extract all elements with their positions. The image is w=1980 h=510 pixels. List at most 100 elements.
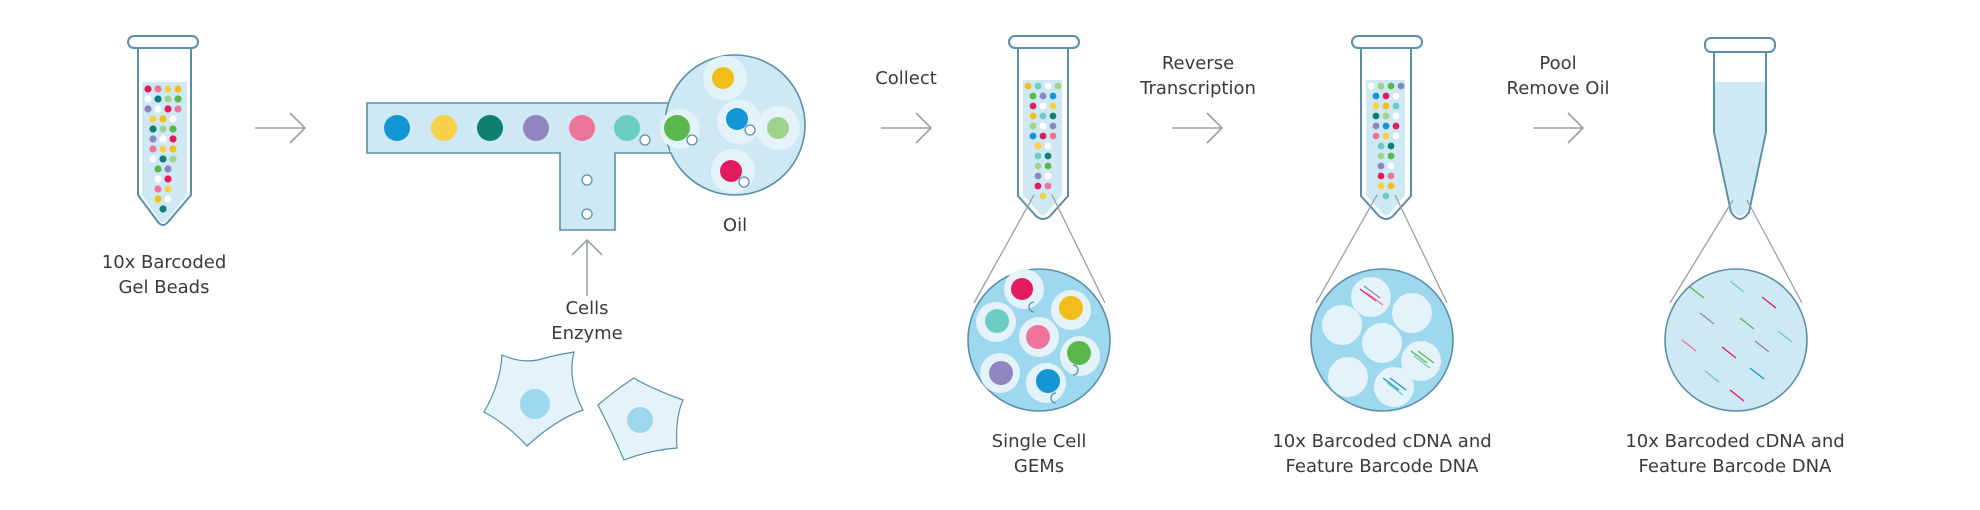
channel-bead [431, 115, 457, 141]
tube-bead [1397, 82, 1405, 90]
tube-bead [1049, 102, 1057, 110]
pooled-zoom-lines [1669, 199, 1803, 304]
tube-bead [159, 205, 167, 213]
rt-zoom-lines [1315, 194, 1448, 304]
tube-bead [169, 115, 177, 123]
channel-bead [569, 115, 595, 141]
tube-bead [154, 85, 162, 93]
gem-zoom-lines [973, 194, 1106, 304]
tube-bead [159, 155, 167, 163]
tube-bead [1392, 102, 1400, 110]
tube-bead [154, 195, 162, 203]
tube-bead [144, 95, 152, 103]
channel-cells [581, 134, 651, 220]
tube-bead [1387, 142, 1395, 150]
tube-bead [154, 175, 162, 183]
tube-bead [1392, 92, 1400, 100]
tube-bead [149, 155, 157, 163]
reverse-transcription-label: Reverse Transcription [1140, 53, 1256, 99]
tube-bead [1382, 192, 1390, 200]
tube-bead [1049, 132, 1057, 140]
channel-bead [523, 115, 549, 141]
tube-gem-cluster [1024, 82, 1062, 200]
cells-illustration [483, 351, 684, 461]
tube-bead [149, 115, 157, 123]
arrow-up [571, 238, 603, 296]
tube-bead [149, 125, 157, 133]
tube-bead [1377, 142, 1385, 150]
tube-bead [174, 105, 182, 113]
pool-remove-oil-label: Pool Remove Oil [1506, 53, 1610, 99]
tube-bead [1039, 92, 1047, 100]
tube-bead [159, 115, 167, 123]
tube-bead [1054, 82, 1062, 90]
tube-bead [1382, 122, 1390, 130]
tube-bead [1382, 92, 1390, 100]
tube-bead [144, 85, 152, 93]
cdna-feature-label-1: 10x Barcoded cDNA and Feature Barcode DN… [1272, 431, 1492, 477]
tube-bead [154, 105, 162, 113]
tube-bead [1034, 152, 1042, 160]
tube-bead [1392, 122, 1400, 130]
tube-bead [1039, 102, 1047, 110]
tube-bead [1044, 172, 1052, 180]
gem-zoom-circle [967, 268, 1111, 412]
channel-bead [614, 115, 640, 141]
tube-bead [1049, 92, 1057, 100]
tube-bead [1377, 152, 1385, 160]
tube-bead [164, 165, 172, 173]
tube-bead [1392, 132, 1400, 140]
tube-bead [1387, 182, 1395, 190]
tube-bead [1387, 82, 1395, 90]
tube-bead [1034, 82, 1042, 90]
arrow-right-pool [1533, 112, 1585, 144]
tube-bead [1377, 172, 1385, 180]
arrow-right-collect [881, 112, 933, 144]
tube-bead [169, 145, 177, 153]
tube-bead [1029, 122, 1037, 130]
tube-bead [1377, 162, 1385, 170]
tube-bead [1029, 112, 1037, 120]
pooled-tube [1704, 37, 1776, 220]
tube-bead [1382, 112, 1390, 120]
rt-cdna-strands [1359, 285, 1435, 396]
tube-bead [1377, 82, 1385, 90]
tube-bead-cluster [144, 85, 182, 213]
tube-bead [154, 185, 162, 193]
tube-bead [1044, 142, 1052, 150]
tube-bead [1372, 92, 1380, 100]
tube-bead [1372, 132, 1380, 140]
tube-bead [164, 185, 172, 193]
tube-bead [1034, 142, 1042, 150]
tube-bead [154, 165, 162, 173]
collect-label: Collect [875, 68, 937, 89]
gem-tube [1008, 35, 1080, 220]
tube-bead [144, 105, 152, 113]
tube-bead [1372, 112, 1380, 120]
tube-rt-cluster [1367, 82, 1405, 200]
channel-bead-row [384, 115, 640, 141]
tube-bead [1034, 162, 1042, 170]
tube-bead [164, 195, 172, 203]
tube-bead [1029, 132, 1037, 140]
gel-beads-tube [127, 35, 199, 226]
tube-bead [1029, 92, 1037, 100]
arrow-right-rt [1172, 112, 1224, 144]
arrow-right-1 [255, 112, 307, 144]
tube-bead [1387, 152, 1395, 160]
tube-bead [1377, 182, 1385, 190]
channel-bead [477, 115, 503, 141]
tube-bead [164, 85, 172, 93]
tube-bead [1029, 102, 1037, 110]
channel-bead [384, 115, 410, 141]
tube-bead [154, 95, 162, 103]
single-cell-gems-label: Single Cell GEMs [991, 431, 1087, 477]
tube-bead [169, 155, 177, 163]
droplet-cluster [660, 56, 800, 193]
tube-bead [169, 125, 177, 133]
tube-bead [1382, 132, 1390, 140]
tube-bead [1034, 182, 1042, 190]
tube-bead [1024, 82, 1032, 90]
tube-bead [1372, 122, 1380, 130]
tube-bead [1044, 182, 1052, 190]
